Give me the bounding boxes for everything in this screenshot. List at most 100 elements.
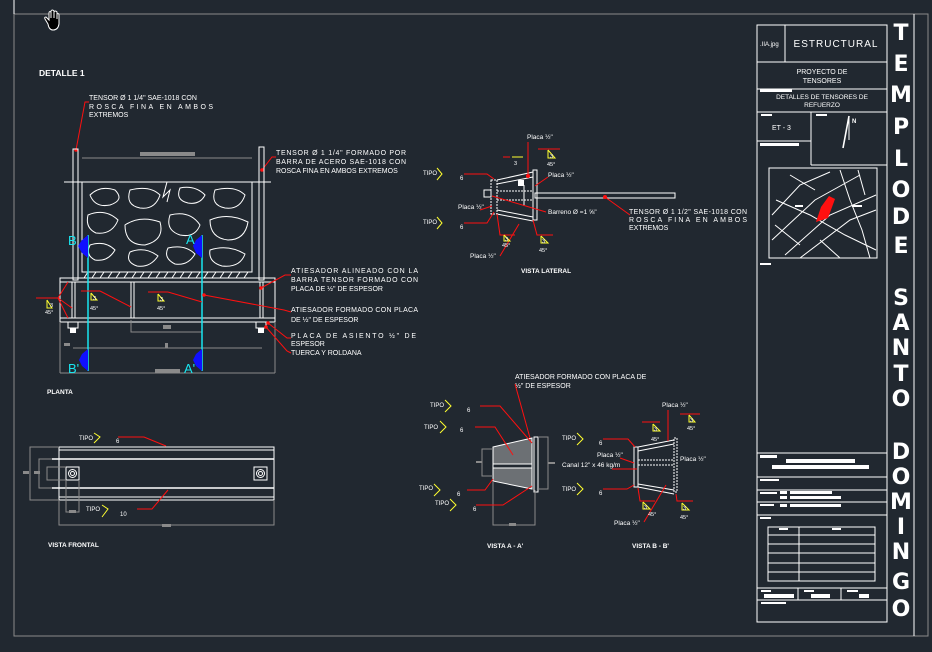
weld-size: 3: [542, 239, 545, 245]
weld-size: 3: [690, 418, 693, 424]
view-label-frontal: VISTA FRONTAL: [48, 542, 99, 549]
atiesador-note-2: ATIESADOR FORMADO CON PLACA: [291, 307, 418, 314]
placa-label: Placa ½": [527, 133, 553, 141]
weld-angle: 45°: [687, 426, 695, 432]
planta-detail: DETALLE 1 TENSOR Ø 1 1/4" SAE-1018 CON R…: [36, 68, 418, 396]
side-title-letter: O: [892, 597, 911, 622]
weld-angle: 45°: [539, 248, 547, 254]
north-label: N: [852, 119, 856, 125]
pan-hand-icon: [44, 9, 60, 31]
weld-tipo-label: TIPO: [86, 507, 100, 513]
side-title-letter: E: [893, 52, 908, 77]
weld-tipo-label: TIPO: [419, 486, 433, 492]
weld-size: 3: [93, 296, 96, 302]
side-title-letter: O: [892, 465, 911, 490]
tensor-note-1: ROSCA FINA EN AMBOS: [89, 104, 213, 111]
detail-title: DETALLE 1: [39, 68, 85, 78]
atiesador-note-1: BARRA TENSOR FORMADO CON: [291, 277, 418, 284]
weld-tipo-label: TIPO: [430, 403, 444, 409]
placa-label: Placa ½": [614, 519, 640, 527]
side-title-letter: N: [892, 540, 910, 565]
placa-label: Placa ½": [470, 252, 496, 260]
logo-text: .IIA.jpg: [760, 42, 779, 48]
side-title-letter: P: [893, 115, 909, 140]
vista-frontal: TIPO 6 TIPO 10 VISTA FRONTAL: [23, 432, 275, 549]
project-line-2: TENSORES: [803, 78, 842, 85]
tensor-note-lateral: ROSCA FINA EN AMBOS: [629, 217, 747, 224]
placa-asiento-note: ESPESOR: [291, 341, 325, 348]
side-title-letter: L: [894, 147, 908, 172]
weld-size: 10: [120, 512, 127, 518]
sheet-title-line-2: REFUERZO: [804, 102, 840, 109]
barreno-label: Barreno Ø =1 ⅝": [548, 209, 597, 216]
sheet-title-line-1: DETALLES DE TENSORES DE: [776, 94, 869, 101]
tensor-note-2: ROSCA FINA EN AMBOS EXTREMOS: [276, 168, 398, 175]
sheet-frame: [13, 13, 929, 637]
weld-size: 3: [50, 303, 53, 309]
tensor-note-lateral: EXTREMOS: [629, 225, 669, 232]
weld-size: 6: [116, 439, 120, 445]
weld-size: 6: [460, 225, 464, 231]
weld-size: 3: [514, 161, 517, 167]
side-title-letter: T: [893, 21, 908, 46]
side-title-letter: E: [893, 234, 908, 259]
tensor-note-2: TENSOR Ø 1 1/4" FORMADO POR: [276, 150, 406, 157]
project-line-1: PROYECTO DE: [797, 69, 848, 76]
view-label-aa: VISTA A - A': [487, 543, 524, 550]
side-title-letter: O: [892, 387, 911, 412]
side-title-letter: O: [892, 178, 911, 203]
tensor-note-1: TENSOR Ø 1 1/4" SAE-1018 CON: [89, 95, 197, 102]
weld-angle: 45°: [680, 515, 688, 521]
weld-size: 6: [473, 507, 477, 513]
side-title-letter: M: [890, 83, 912, 108]
section-mark-b: B: [68, 233, 77, 248]
weld-tipo-label: TIPO: [79, 436, 93, 442]
revision-table: [767, 526, 876, 582]
placa-label: Placa ½": [597, 451, 623, 459]
tensor-note-2: BARRA DE ACERO SAE-1018 CON: [276, 159, 406, 166]
title-block: .IIA.jpg ESTRUCTURAL PROYECTO DE TENSORE…: [756, 14, 915, 636]
placa-label: Placa ½": [680, 455, 706, 463]
weld-tipo-label: TIPO: [424, 425, 438, 431]
canal-label: Canal 12" x 46 kg/m: [562, 462, 620, 469]
tensor-note-1: EXTREMOS: [89, 112, 129, 119]
weld-angle: 45°: [45, 310, 53, 316]
section-mark-b-prime: B': [68, 361, 79, 376]
side-title-letter: D: [892, 205, 910, 230]
placa-label: Placa ½": [458, 203, 484, 211]
section-mark-a-prime: A': [184, 361, 195, 376]
atiesador-note-aa: ATIESADOR FORMADO CON PLACA DE: [515, 374, 647, 381]
weld-size: 3: [654, 427, 657, 433]
discipline-label: ESTRUCTURAL: [794, 39, 879, 50]
side-title-letter: D: [892, 440, 910, 465]
placa-asiento-note: PLACA DE ASIENTO ½" DE: [291, 332, 416, 340]
side-title-letter: M: [890, 490, 912, 515]
side-title-letter: T: [893, 362, 908, 387]
weld-size: 3: [550, 154, 553, 160]
weld-tipo-label: TIPO: [562, 436, 576, 442]
view-label-bb: VISTA B - B': [632, 543, 669, 550]
view-label-planta: PLANTA: [47, 389, 73, 396]
weld-angle: 45°: [157, 306, 165, 312]
atiesador-note-aa: ½" DE ESPESOR: [515, 382, 571, 390]
weld-size: 6: [599, 491, 603, 497]
tensor-note-lateral: TENSOR Ø 1 1/2" SAE-1018 CON: [629, 209, 747, 216]
weld-size: 3: [160, 297, 163, 303]
side-title-letter: I: [897, 515, 905, 540]
location-map: [768, 167, 878, 259]
side-title-letter: G: [892, 570, 910, 595]
weld-angle: 45°: [651, 437, 659, 443]
side-title: T E M P L O D E S A N T O D O M I N G O: [890, 21, 912, 622]
weld-angle: 45°: [547, 162, 555, 168]
vista-aa: ATIESADOR FORMADO CON PLACA DE ½" DE ESP…: [419, 374, 647, 550]
vista-lateral: TIPO 6 TIPO 6 Placa ½" Placa ½" Placa ½"…: [423, 133, 747, 275]
placa-label: Placa ½": [548, 171, 574, 179]
weld-size: 6: [460, 428, 464, 434]
weld-size: 3: [505, 237, 508, 243]
atiesador-note-1: PLACA DE ½" DE ESPESOR: [291, 285, 383, 293]
side-title-letter: S: [893, 286, 909, 311]
view-label-lateral: VISTA LATERAL: [521, 268, 571, 275]
weld-size: 6: [599, 441, 603, 447]
tuerca-note: TUERCA Y ROLDANA: [291, 350, 362, 357]
